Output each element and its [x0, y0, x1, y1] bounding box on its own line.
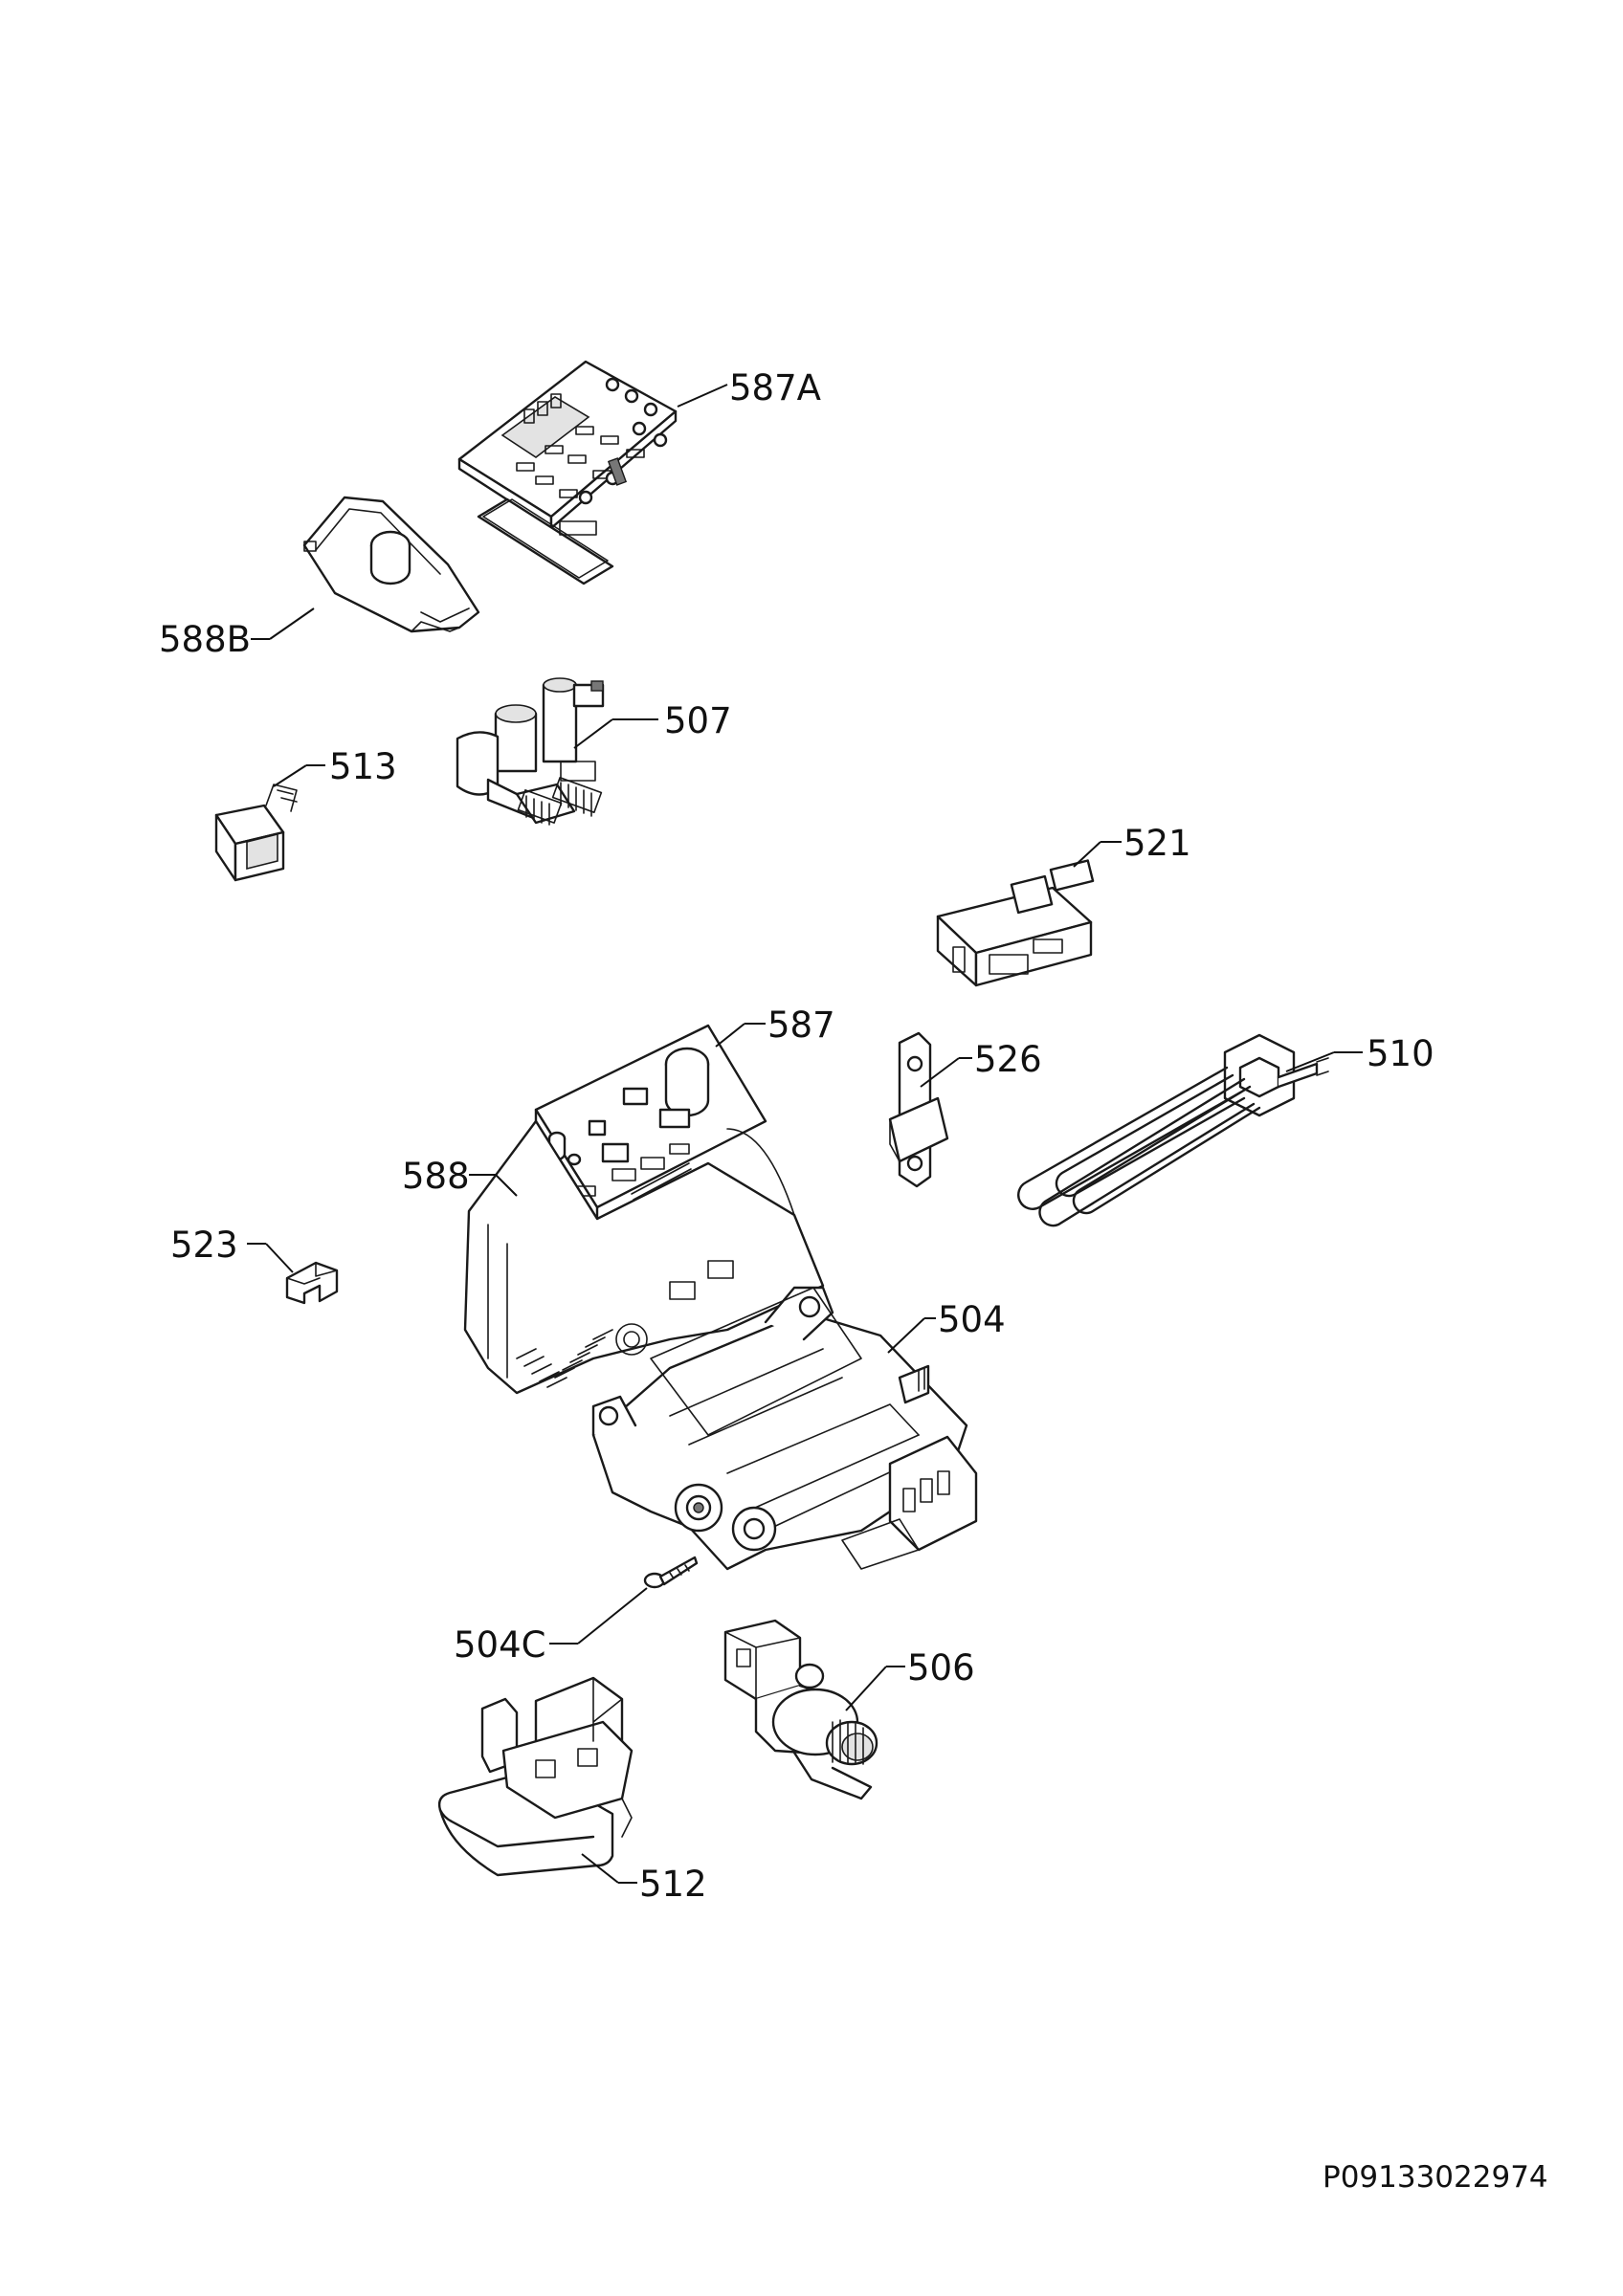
label-526: 526 [974, 1039, 1042, 1080]
part-513-small-relay [214, 784, 298, 882]
leader-512 [581, 1853, 619, 1884]
part-507-inlet-valve [456, 677, 605, 826]
part-526-bracket-sensor [888, 1031, 949, 1188]
part-587A-display-board [457, 360, 678, 585]
label-510: 510 [1367, 1033, 1434, 1074]
label-507: 507 [664, 700, 732, 741]
leader-587A [677, 384, 728, 408]
label-588: 588 [402, 1156, 470, 1197]
leader-510 [1285, 1051, 1335, 1072]
document-code: P09133022974 [1323, 2160, 1548, 2195]
leader-521 [1073, 841, 1101, 868]
label-512: 512 [639, 1864, 707, 1905]
label-506: 506 [907, 1647, 975, 1689]
part-523-small-clip [285, 1261, 339, 1305]
leader-587 [715, 1023, 745, 1048]
leader-526 [920, 1057, 960, 1088]
leader-506 [845, 1666, 887, 1711]
leader-507 [573, 718, 613, 749]
leader-588B [269, 607, 315, 640]
label-504C: 504C [454, 1624, 545, 1666]
label-521: 521 [1123, 823, 1191, 864]
label-504: 504 [938, 1299, 1006, 1340]
part-504C-screw [643, 1556, 699, 1589]
label-513: 513 [329, 746, 397, 787]
part-506-drain-pump [723, 1619, 878, 1800]
part-512-drain-flap [437, 1676, 634, 1877]
leader-588-tail [495, 1174, 518, 1197]
part-588B-housing-cover [302, 496, 480, 633]
part-510-heating-element [1017, 1033, 1329, 1227]
label-523: 523 [170, 1225, 238, 1266]
label-587: 587 [767, 1004, 835, 1046]
leader-504C [577, 1587, 648, 1645]
part-504-motor [591, 1286, 978, 1571]
label-588B: 588B [159, 619, 251, 660]
label-587A: 587A [729, 367, 821, 408]
part-521-door-lock [936, 859, 1095, 987]
leader-504 [887, 1317, 925, 1354]
part-587-588-main-board [463, 1024, 825, 1395]
leader-513 [273, 764, 307, 787]
leader-523 [265, 1243, 294, 1273]
